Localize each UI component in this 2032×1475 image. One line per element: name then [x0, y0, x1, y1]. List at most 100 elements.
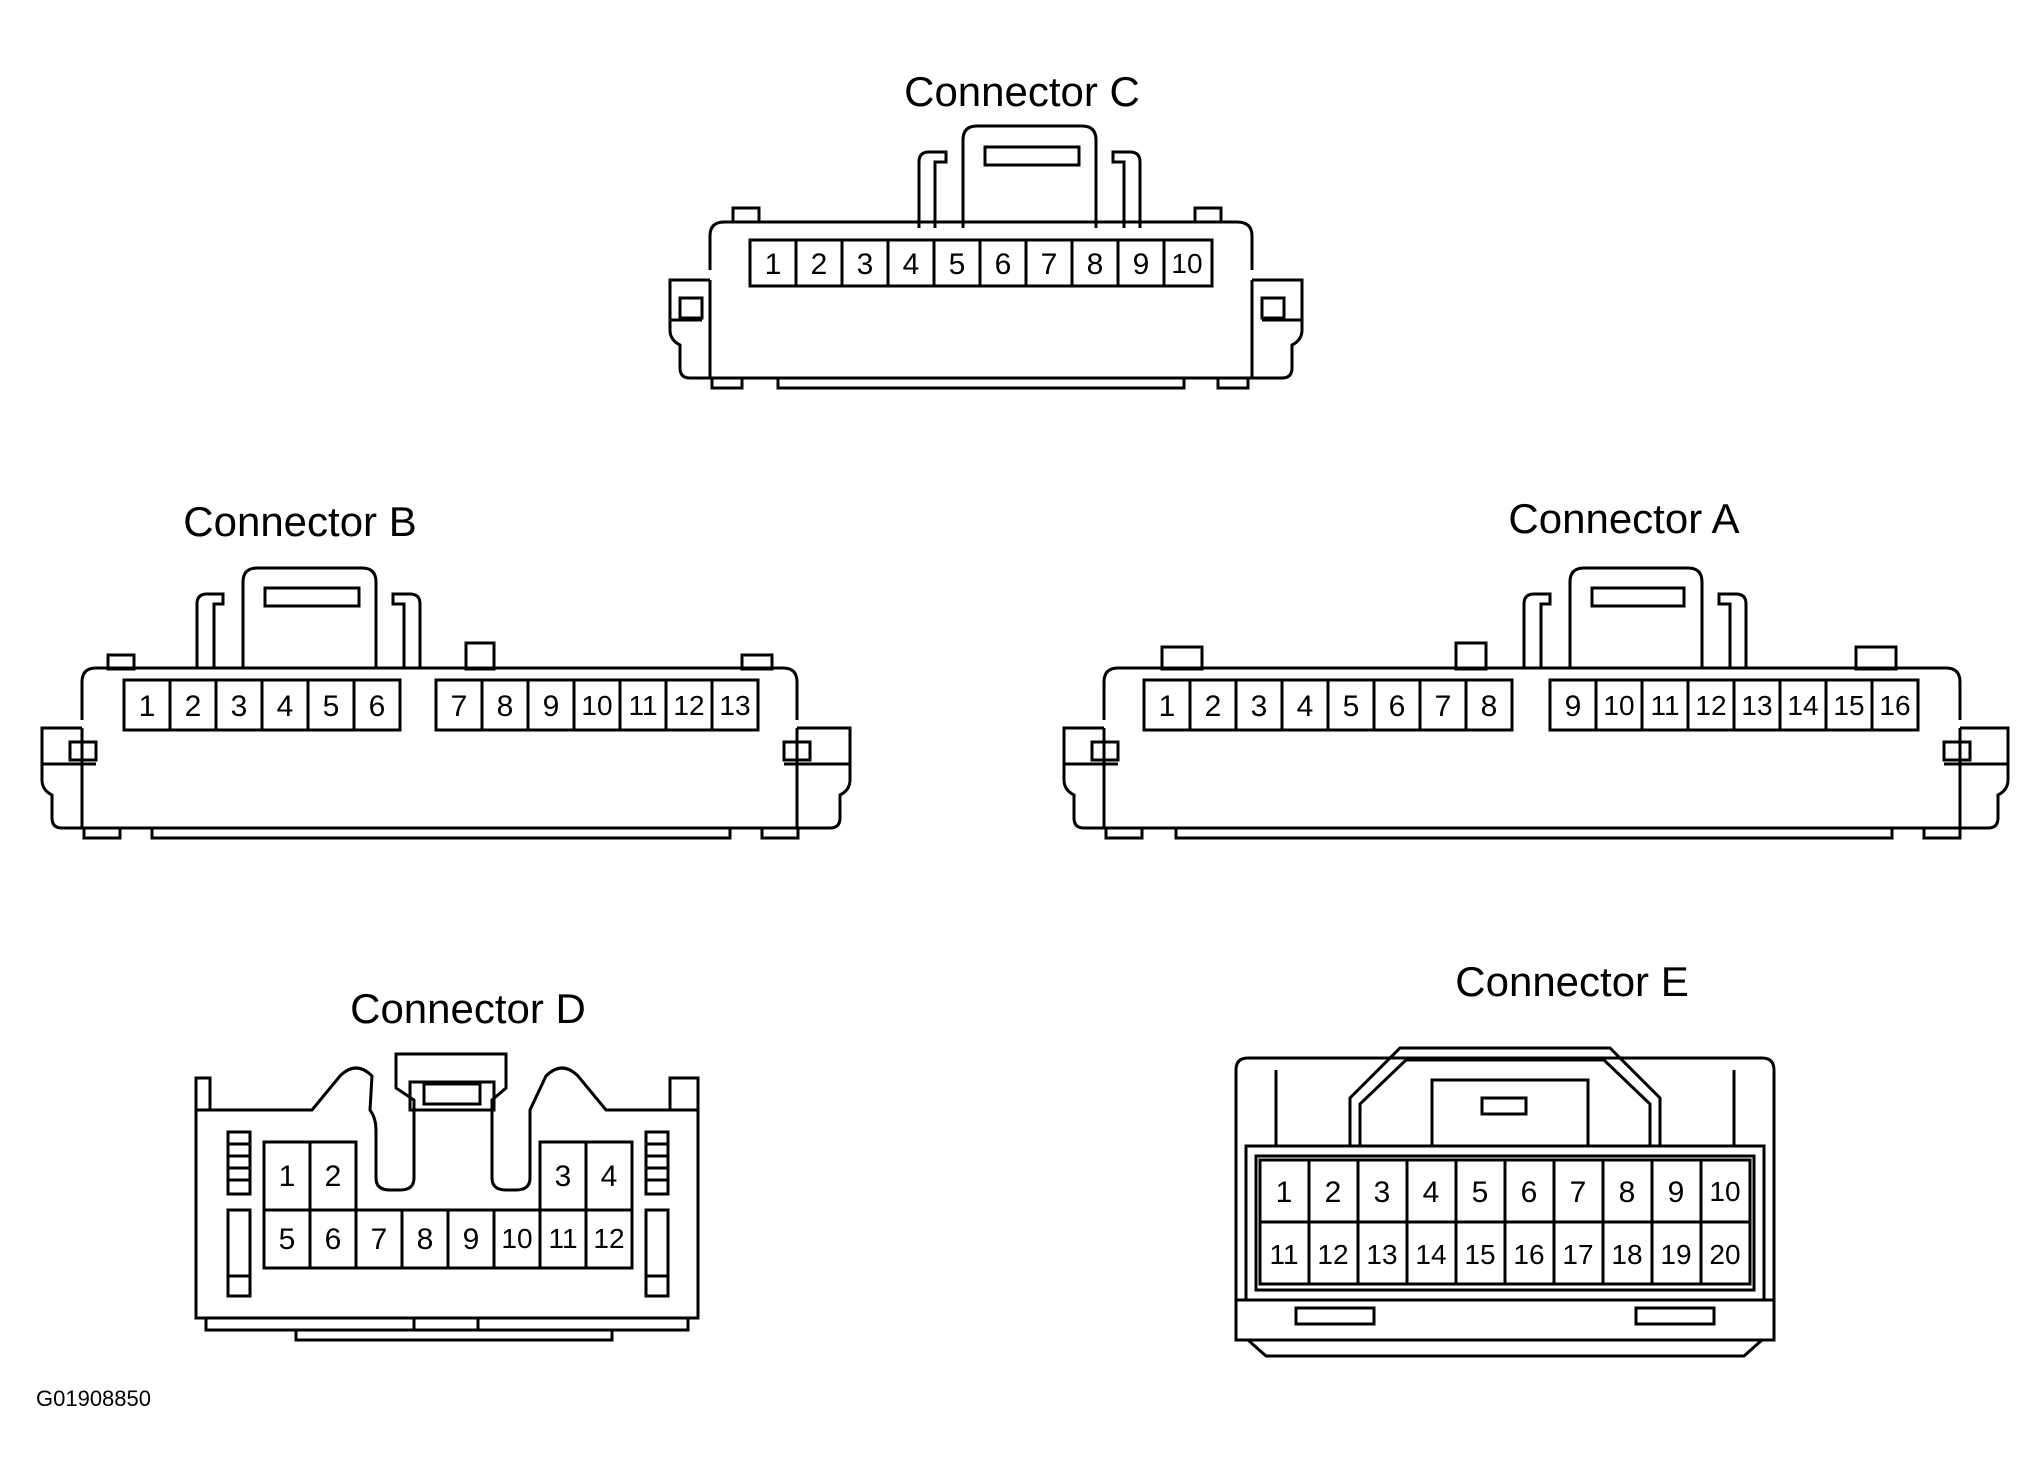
- connector-b-pin: 5: [323, 690, 340, 723]
- connector-d-pin: 12: [593, 1223, 624, 1254]
- connector-b-pin: 2: [185, 690, 202, 723]
- connector-a-pin: 1: [1159, 690, 1176, 723]
- connector-d-pin: 10: [501, 1223, 532, 1254]
- connector-d-pin: 9: [463, 1223, 480, 1256]
- connector-c-pin: 2: [811, 248, 828, 281]
- connector-a-pin: 9: [1565, 690, 1582, 723]
- figure-id: G01908850: [36, 1386, 151, 1411]
- connector-e-title: Connector E: [1455, 958, 1688, 1005]
- connector-a-latch: [1568, 566, 1704, 668]
- connector-e-pins: [1258, 1158, 1752, 1286]
- connector-d-title: Connector D: [350, 985, 586, 1032]
- connector-c: Connector C: [668, 68, 1304, 390]
- connector-c-pin: 5: [949, 248, 966, 281]
- connector-b-pin: 8: [497, 690, 514, 723]
- connector-d-pin: 11: [548, 1223, 577, 1254]
- connector-d-pin: 7: [371, 1223, 388, 1256]
- connector-d-pin: 5: [279, 1223, 296, 1256]
- connector-a-pin: 10: [1603, 690, 1634, 721]
- connector-e-pin: 13: [1366, 1239, 1397, 1270]
- connector-e-pin: 16: [1513, 1239, 1544, 1270]
- connector-d-pins: [262, 1140, 634, 1270]
- connector-b-pin: 1: [139, 690, 156, 723]
- connector-a-pin: 6: [1389, 690, 1406, 723]
- connector-c-pin: 8: [1087, 248, 1104, 281]
- connector-b-pin: 10: [581, 690, 612, 721]
- connector-c-pins: [748, 238, 1214, 288]
- connector-e-pin: 10: [1709, 1176, 1740, 1207]
- connector-a-pin: 2: [1205, 690, 1222, 723]
- connector-b-pin: 4: [277, 690, 294, 723]
- connector-d-pin: 6: [325, 1223, 342, 1256]
- connector-d-body: [194, 1052, 700, 1320]
- connector-e-pin: 8: [1619, 1176, 1636, 1209]
- connector-e-pin: 3: [1374, 1176, 1391, 1209]
- connector-d-pin: 8: [417, 1223, 434, 1256]
- connector-e-pin: 15: [1464, 1239, 1495, 1270]
- connector-e-pin: 2: [1325, 1176, 1342, 1209]
- connector-e-pin: 9: [1668, 1176, 1685, 1209]
- connector-b-pin: 11: [628, 690, 657, 721]
- connector-e-pin: 17: [1562, 1239, 1593, 1270]
- connector-b-pin: 13: [719, 690, 750, 721]
- connector-b: Connector B: [40, 498, 852, 840]
- connector-e-pin: 20: [1709, 1239, 1740, 1270]
- connector-e-pin: 6: [1521, 1176, 1538, 1209]
- connector-b-latch: [241, 566, 378, 668]
- connector-e-pin: 11: [1269, 1239, 1298, 1270]
- connector-c-pin: 7: [1041, 248, 1058, 281]
- connector-c-body: [708, 220, 1254, 270]
- connector-a-pins-right: [1548, 678, 1920, 732]
- connector-e-pin: 12: [1317, 1239, 1348, 1270]
- connector-e-pin: 18: [1611, 1239, 1642, 1270]
- connector-a: Connector A: [1062, 495, 2010, 840]
- connector-a-pin: 8: [1481, 690, 1498, 723]
- connector-e: Connector E: [1234, 958, 1776, 1358]
- connector-e-pin: 1: [1276, 1176, 1293, 1209]
- connector-c-latch: [961, 124, 1098, 228]
- connector-b-pin: 3: [231, 690, 248, 723]
- connector-c-pin: 9: [1133, 248, 1150, 281]
- connector-b-title: Connector B: [183, 498, 416, 545]
- connector-c-pin: 4: [903, 248, 920, 281]
- connector-b-pins-right: [434, 678, 760, 732]
- connector-b-latch-slot: [263, 586, 361, 608]
- connector-a-body: [1102, 666, 1962, 720]
- connector-a-pin: 7: [1435, 690, 1452, 723]
- connector-a-pins-left: [1142, 678, 1514, 732]
- connector-a-pin: 5: [1343, 690, 1360, 723]
- connector-e-pin: 5: [1472, 1176, 1489, 1209]
- connector-d-pin: 3: [555, 1160, 572, 1193]
- connector-a-pin: 3: [1251, 690, 1268, 723]
- connector-c-pin: 10: [1171, 248, 1202, 279]
- connector-c-pin: 1: [765, 248, 782, 281]
- connector-b-pin: 6: [369, 690, 386, 723]
- connector-d-pin: 2: [325, 1160, 342, 1193]
- connector-e-pin: 4: [1423, 1176, 1440, 1209]
- connector-a-pin: 11: [1650, 690, 1679, 721]
- connector-a-pin: 12: [1695, 690, 1726, 721]
- connector-e-latch: [1348, 1046, 1662, 1146]
- connector-e-pin: 14: [1415, 1239, 1446, 1270]
- connector-a-pin: 16: [1879, 690, 1910, 721]
- connector-a-pin: 14: [1787, 690, 1818, 721]
- connector-e-pin: 7: [1570, 1176, 1587, 1209]
- connector-c-latch-slot: [983, 145, 1081, 167]
- connector-e-pin: 19: [1660, 1239, 1691, 1270]
- connector-b-pin: 12: [673, 690, 704, 721]
- connector-b-body: [80, 666, 799, 720]
- connector-a-latch-slot: [1590, 586, 1686, 608]
- connector-c-pin: 3: [857, 248, 874, 281]
- connector-a-pin: 15: [1833, 690, 1864, 721]
- connector-d-pin: 1: [279, 1160, 296, 1193]
- connector-d: Connector D: [194, 985, 700, 1342]
- connector-d-latch: [408, 1080, 496, 1112]
- connector-c-pin: 6: [995, 248, 1012, 281]
- connector-b-pins-left: [122, 678, 402, 732]
- connector-a-pin: 4: [1297, 690, 1314, 723]
- connector-d-pin: 4: [601, 1160, 618, 1193]
- connector-e-body: [1234, 1056, 1776, 1302]
- connector-a-pin: 13: [1741, 690, 1772, 721]
- connector-b-pin: 7: [451, 690, 468, 723]
